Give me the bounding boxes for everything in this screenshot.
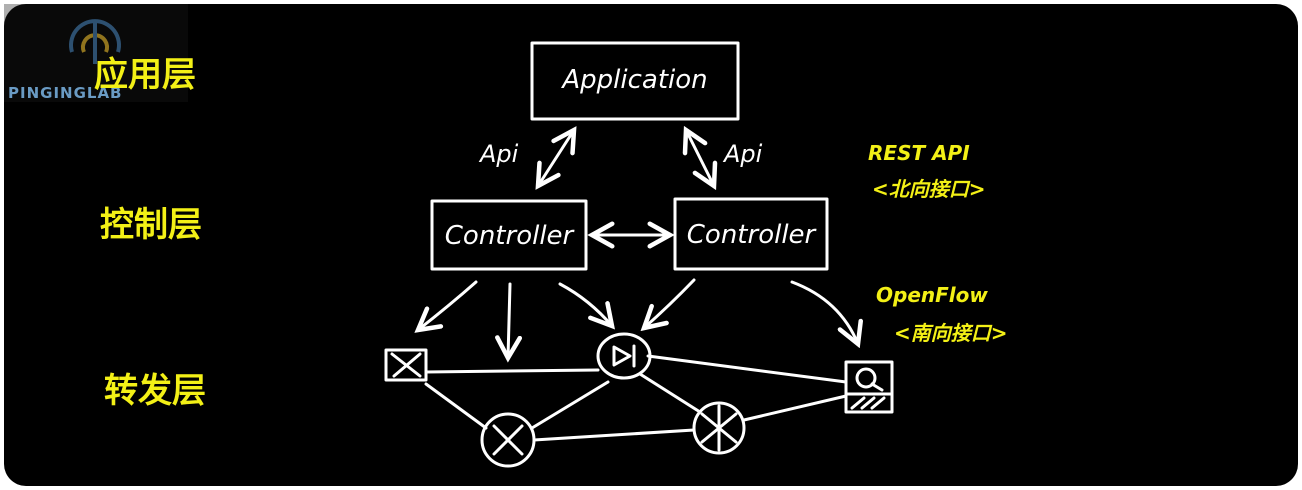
southbound-arrow-2 (508, 282, 510, 358)
northbound-note-line2: <北向接口> (872, 177, 986, 201)
network-links (424, 354, 848, 442)
application-box: Application (530, 41, 740, 121)
router-x-icon (480, 412, 536, 468)
label-control-layer: 控制层 (100, 205, 202, 245)
server-icon (844, 360, 894, 414)
controller-box-left: Controller (430, 199, 588, 271)
router-asterisk-icon (692, 401, 746, 455)
label-forwarding-layer: 转发层 (104, 371, 206, 411)
southbound-note-line1: OpenFlow (876, 283, 988, 307)
router-play-icon (596, 332, 652, 380)
southbound-arrow-3 (558, 282, 612, 326)
controller-box-right: Controller (673, 197, 829, 271)
southbound-arrow-1 (418, 280, 478, 330)
api-arrow-right (686, 130, 714, 186)
southbound-arrow-4 (644, 278, 696, 328)
application-label: Application (560, 65, 707, 95)
logo-emblem-icon (69, 19, 121, 64)
api-label-left: Api (478, 140, 519, 168)
label-application-layer: 应用层 (94, 55, 196, 95)
api-label-right: Api (722, 140, 763, 168)
controller-left-label: Controller (445, 221, 576, 251)
logo-text: PINGINGLAB (8, 84, 123, 102)
controller-right-label: Controller (687, 220, 818, 250)
southbound-arrow-5 (790, 280, 858, 344)
southbound-note-line2: <南向接口> (894, 321, 1008, 345)
api-arrow-left (538, 130, 574, 186)
northbound-note-line1: REST API (868, 141, 970, 165)
switch-x-icon (384, 348, 428, 382)
pinginglab-logo: PINGINGLAB (4, 4, 188, 102)
